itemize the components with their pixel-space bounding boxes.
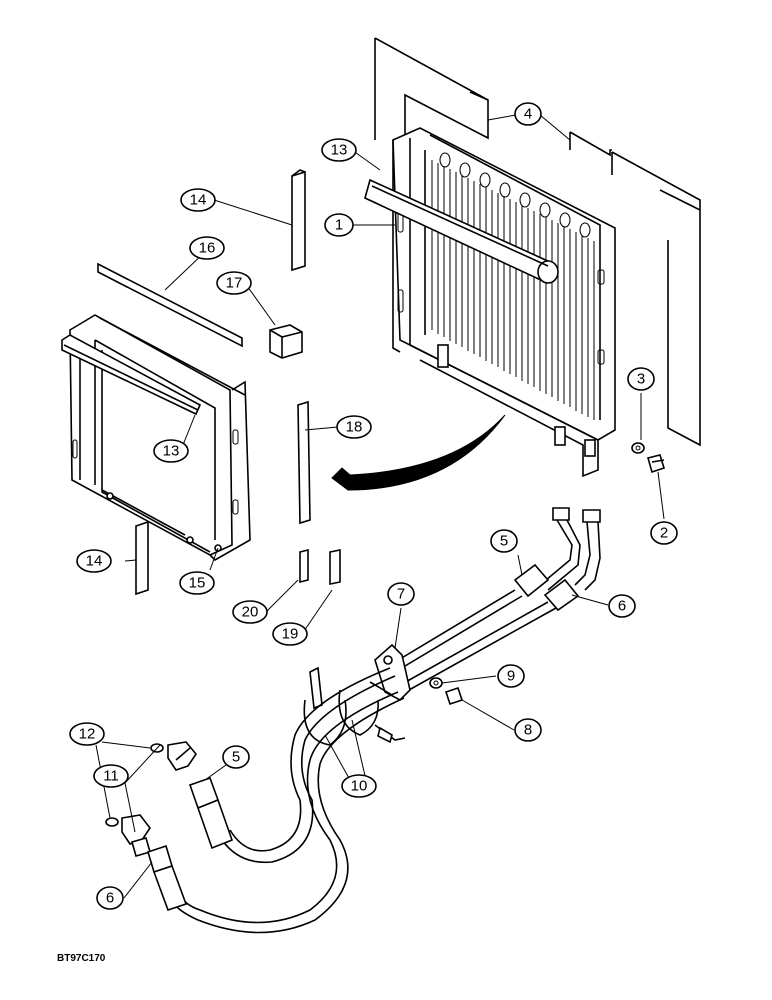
hose-clamp-10: [303, 666, 406, 746]
callout-19: 19: [272, 622, 308, 646]
callout-5-upper: 5: [490, 529, 518, 553]
hose-end-5: [188, 776, 234, 850]
callout-label: 10: [351, 778, 368, 795]
callout-4: 4: [514, 102, 542, 126]
callout-label: 3: [637, 371, 645, 388]
callout-label: 14: [190, 192, 207, 209]
callout-1: 1: [324, 213, 354, 237]
callout-9: 9: [497, 664, 525, 688]
drawing-code: BT97C170: [57, 953, 106, 964]
callout-12: 12: [69, 722, 105, 746]
hose-long: [171, 667, 405, 934]
callout-11: 11: [93, 764, 129, 788]
washer-3: [631, 442, 645, 454]
callout-label: 20: [242, 604, 259, 621]
callout-label: 16: [199, 240, 216, 257]
callout-7: 7: [387, 582, 415, 606]
callout-10: 10: [341, 774, 377, 798]
callout-label: 17: [226, 275, 243, 292]
fitting-11-upper: [150, 741, 197, 771]
callout-20: 20: [232, 600, 268, 624]
seal-pad-upper: [374, 37, 489, 155]
deflector-rail-upper: [364, 178, 559, 284]
hose-end-6: [147, 844, 188, 912]
callout-label: 14: [86, 553, 103, 570]
seal-block-20: [299, 548, 309, 584]
callout-13-upper: 13: [321, 138, 357, 162]
shroud-assembly: [69, 314, 251, 561]
bolt-8: [444, 686, 464, 706]
callout-label: 19: [282, 626, 299, 643]
callout-17: 17: [216, 271, 252, 295]
callout-label: 8: [524, 722, 532, 739]
callout-16: 16: [189, 236, 225, 260]
bolt-2: [647, 454, 665, 474]
callout-label: 15: [189, 575, 206, 592]
installation-arrow: [331, 414, 506, 491]
callout-label: 13: [331, 142, 348, 159]
callout-label: 5: [232, 749, 240, 766]
callout-5-lower: 5: [222, 745, 250, 769]
callout-label: 13: [163, 443, 180, 460]
strip-seal-14-lower: [135, 520, 149, 596]
seal-pad-right: [569, 131, 701, 447]
seal-block-19: [329, 549, 341, 585]
callout-2: 2: [650, 521, 678, 545]
callout-18: 18: [336, 415, 372, 439]
callout-label: 12: [79, 726, 96, 743]
callout-14-lower: 14: [76, 549, 112, 573]
callout-13-lower: 13: [153, 439, 189, 463]
callout-label: 1: [335, 217, 343, 234]
callout-8: 8: [514, 718, 542, 742]
callout-label: 5: [500, 533, 508, 550]
callout-label: 18: [346, 419, 363, 436]
leader-lines: [95, 114, 665, 899]
callout-14-upper: 14: [180, 188, 216, 212]
callout-3: 3: [627, 367, 655, 391]
hydraulic-line-5: [389, 507, 581, 673]
strip-seal-14-upper: [291, 169, 306, 272]
strip-seal-18: [297, 400, 311, 525]
callout-label: 11: [103, 768, 119, 785]
callout-6-upper: 6: [608, 594, 636, 618]
callout-label: 2: [660, 525, 668, 542]
callout-label: 6: [106, 890, 114, 907]
hydraulic-line-6: [394, 509, 601, 696]
callout-label: 4: [524, 106, 532, 123]
callout-label: 9: [507, 668, 515, 685]
callout-label: 7: [397, 586, 405, 603]
washer-9: [429, 677, 443, 689]
deflector-rail-lower: [61, 334, 202, 416]
seal-block-17: [269, 324, 303, 359]
fitting-11-lower: [105, 814, 151, 857]
callout-15: 15: [179, 571, 215, 595]
oil-cooler: [392, 127, 616, 478]
callout-6-lower: 6: [96, 886, 124, 910]
callout-label: 6: [618, 598, 626, 615]
clamp-7: [369, 643, 411, 701]
strip-seal-16: [97, 262, 243, 348]
